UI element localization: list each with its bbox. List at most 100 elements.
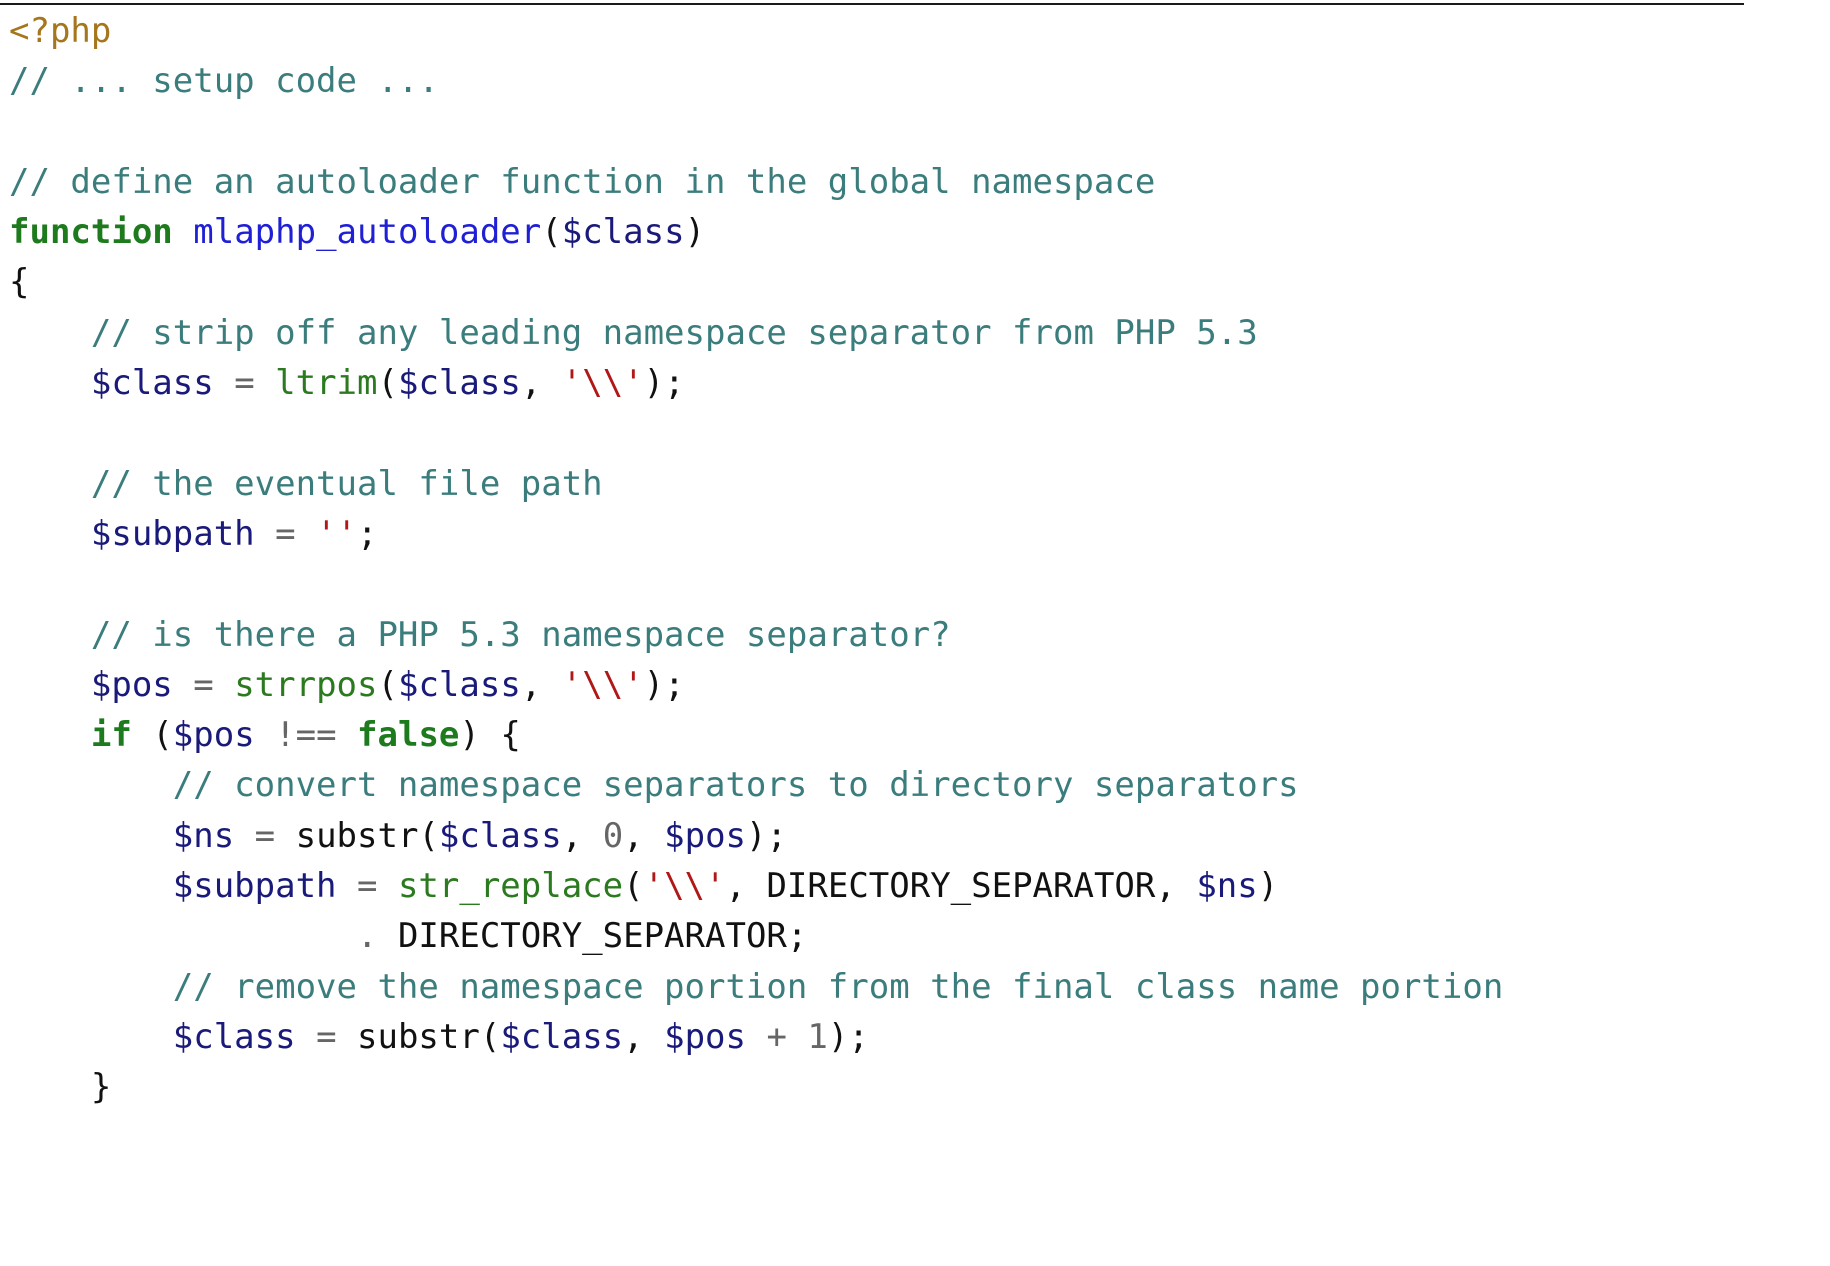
code-text (9, 916, 357, 956)
code-variable: $pos (664, 1016, 746, 1057)
code-text: substr( (357, 1016, 501, 1057)
code-text: , (623, 1016, 665, 1057)
code-variable: $class (90, 363, 214, 404)
code-line: ​ (9, 408, 1503, 458)
code-text (9, 1017, 173, 1057)
code-string: '\\' (643, 866, 726, 907)
code-text: ) (684, 212, 706, 253)
code-line: $pos = strrpos($class, '\\'); (9, 660, 1503, 710)
code-line: $subpath = str_replace('\\', DIRECTORY_S… (9, 861, 1503, 911)
code-line: $ns = substr($class, 0, $pos); (9, 811, 1503, 861)
code-line: } (9, 1062, 1503, 1112)
code-text: substr( (295, 815, 439, 856)
code-variable: $class (397, 363, 521, 404)
code-comment: // convert namespace separators to direc… (172, 765, 1299, 806)
code-text (173, 212, 193, 252)
code-keyword: if (90, 715, 132, 756)
php-open-tag: <?php (9, 11, 112, 51)
code-text: ( (131, 715, 173, 756)
code-line: // remove the namespace portion from the… (9, 962, 1504, 1012)
code-line: // is there a PHP 5.3 namespace separato… (9, 610, 1503, 660)
code-text (9, 514, 91, 554)
code-text: , (520, 363, 562, 404)
top-divider (0, 3, 1744, 5)
code-string: '\\' (561, 664, 644, 705)
code-text (9, 464, 91, 504)
code-builtin-call: ltrim (275, 363, 378, 404)
code-text: ); (827, 1016, 869, 1057)
code-line: // convert namespace separators to direc… (9, 760, 1503, 810)
code-keyword: function (9, 212, 173, 253)
code-operator: . (357, 916, 378, 957)
code-line: ​ (9, 107, 1503, 157)
code-line: $class = substr($class, $pos + 1); (9, 1012, 1503, 1062)
code-text: ); (746, 815, 787, 856)
code-text: ( (623, 866, 644, 907)
code-line: <?php (9, 6, 1503, 56)
code-variable: $subpath (172, 866, 337, 907)
code-text (9, 715, 91, 755)
code-text (9, 363, 91, 403)
code-comment: // define an autoloader function in the … (9, 161, 1156, 202)
code-text: ( (377, 363, 398, 404)
code-line: // the eventual file path (9, 459, 1503, 509)
code-line: { (9, 257, 1503, 307)
code-block: <?php// ... setup code ...​// define an … (9, 6, 1503, 1113)
code-text (9, 816, 173, 856)
code-text: ) { (459, 715, 521, 756)
code-text: ( (541, 212, 562, 253)
code-operator: + (745, 1016, 808, 1057)
code-operator: = (336, 866, 398, 907)
code-comment: // strip off any leading namespace separ… (90, 312, 1258, 353)
code-text: ( (377, 664, 398, 705)
code-text (9, 313, 91, 353)
code-function-name: mlaphp_autoloader (193, 212, 542, 253)
code-builtin-call: strrpos (234, 664, 378, 705)
code-text (9, 615, 91, 655)
code-number: 0 (602, 815, 624, 856)
code-text: ); (643, 363, 685, 404)
code-line: // define an autoloader function in the … (9, 157, 1503, 207)
code-variable: $ns (172, 815, 235, 856)
code-text: ); (643, 664, 685, 705)
code-string: '\\' (561, 363, 644, 404)
code-text: DIRECTORY_SEPARATOR; (377, 916, 808, 957)
code-operator: = (213, 363, 276, 404)
code-text: } (90, 1067, 112, 1108)
code-line: $subpath = ''; (9, 509, 1503, 559)
code-number: 1 (807, 1016, 828, 1057)
code-operator: !== (254, 715, 358, 756)
code-variable: $pos (664, 815, 747, 856)
code-variable: $class (500, 1016, 624, 1057)
code-text (9, 967, 173, 1007)
code-operator: = (295, 1016, 358, 1057)
code-variable: $pos (90, 664, 173, 705)
code-line: ​ (9, 559, 1503, 609)
code-variable: $class (172, 1016, 296, 1057)
code-text: , (561, 815, 603, 856)
code-text (9, 866, 173, 906)
code-text (9, 665, 91, 705)
code-variable: $subpath (90, 513, 255, 554)
code-line: $class = ltrim($class, '\\'); (9, 358, 1503, 408)
code-line: // ... setup code ... (9, 56, 1503, 106)
code-text: { (9, 262, 30, 303)
code-comment: // remove the namespace portion from the… (172, 966, 1504, 1007)
code-comment: // is there a PHP 5.3 namespace separato… (90, 614, 951, 655)
code-builtin-call: str_replace (397, 866, 624, 907)
code-line: . DIRECTORY_SEPARATOR; (9, 911, 1503, 961)
code-text: , (520, 664, 562, 705)
code-text (9, 1067, 91, 1107)
code-text: , (623, 815, 665, 856)
code-comment: // the eventual file path (90, 463, 603, 504)
code-variable: $ns (1196, 866, 1258, 907)
code-operator: = (172, 664, 235, 705)
code-text (9, 765, 173, 805)
code-keyword: false (357, 715, 460, 756)
code-variable: $pos (172, 715, 255, 756)
code-operator: = (234, 815, 296, 856)
code-text: , DIRECTORY_SEPARATOR, (725, 866, 1197, 907)
code-variable: $class (561, 212, 685, 253)
code-comment: // ... setup code ... (9, 61, 439, 102)
code-line: function mlaphp_autoloader($class) (9, 207, 1503, 257)
